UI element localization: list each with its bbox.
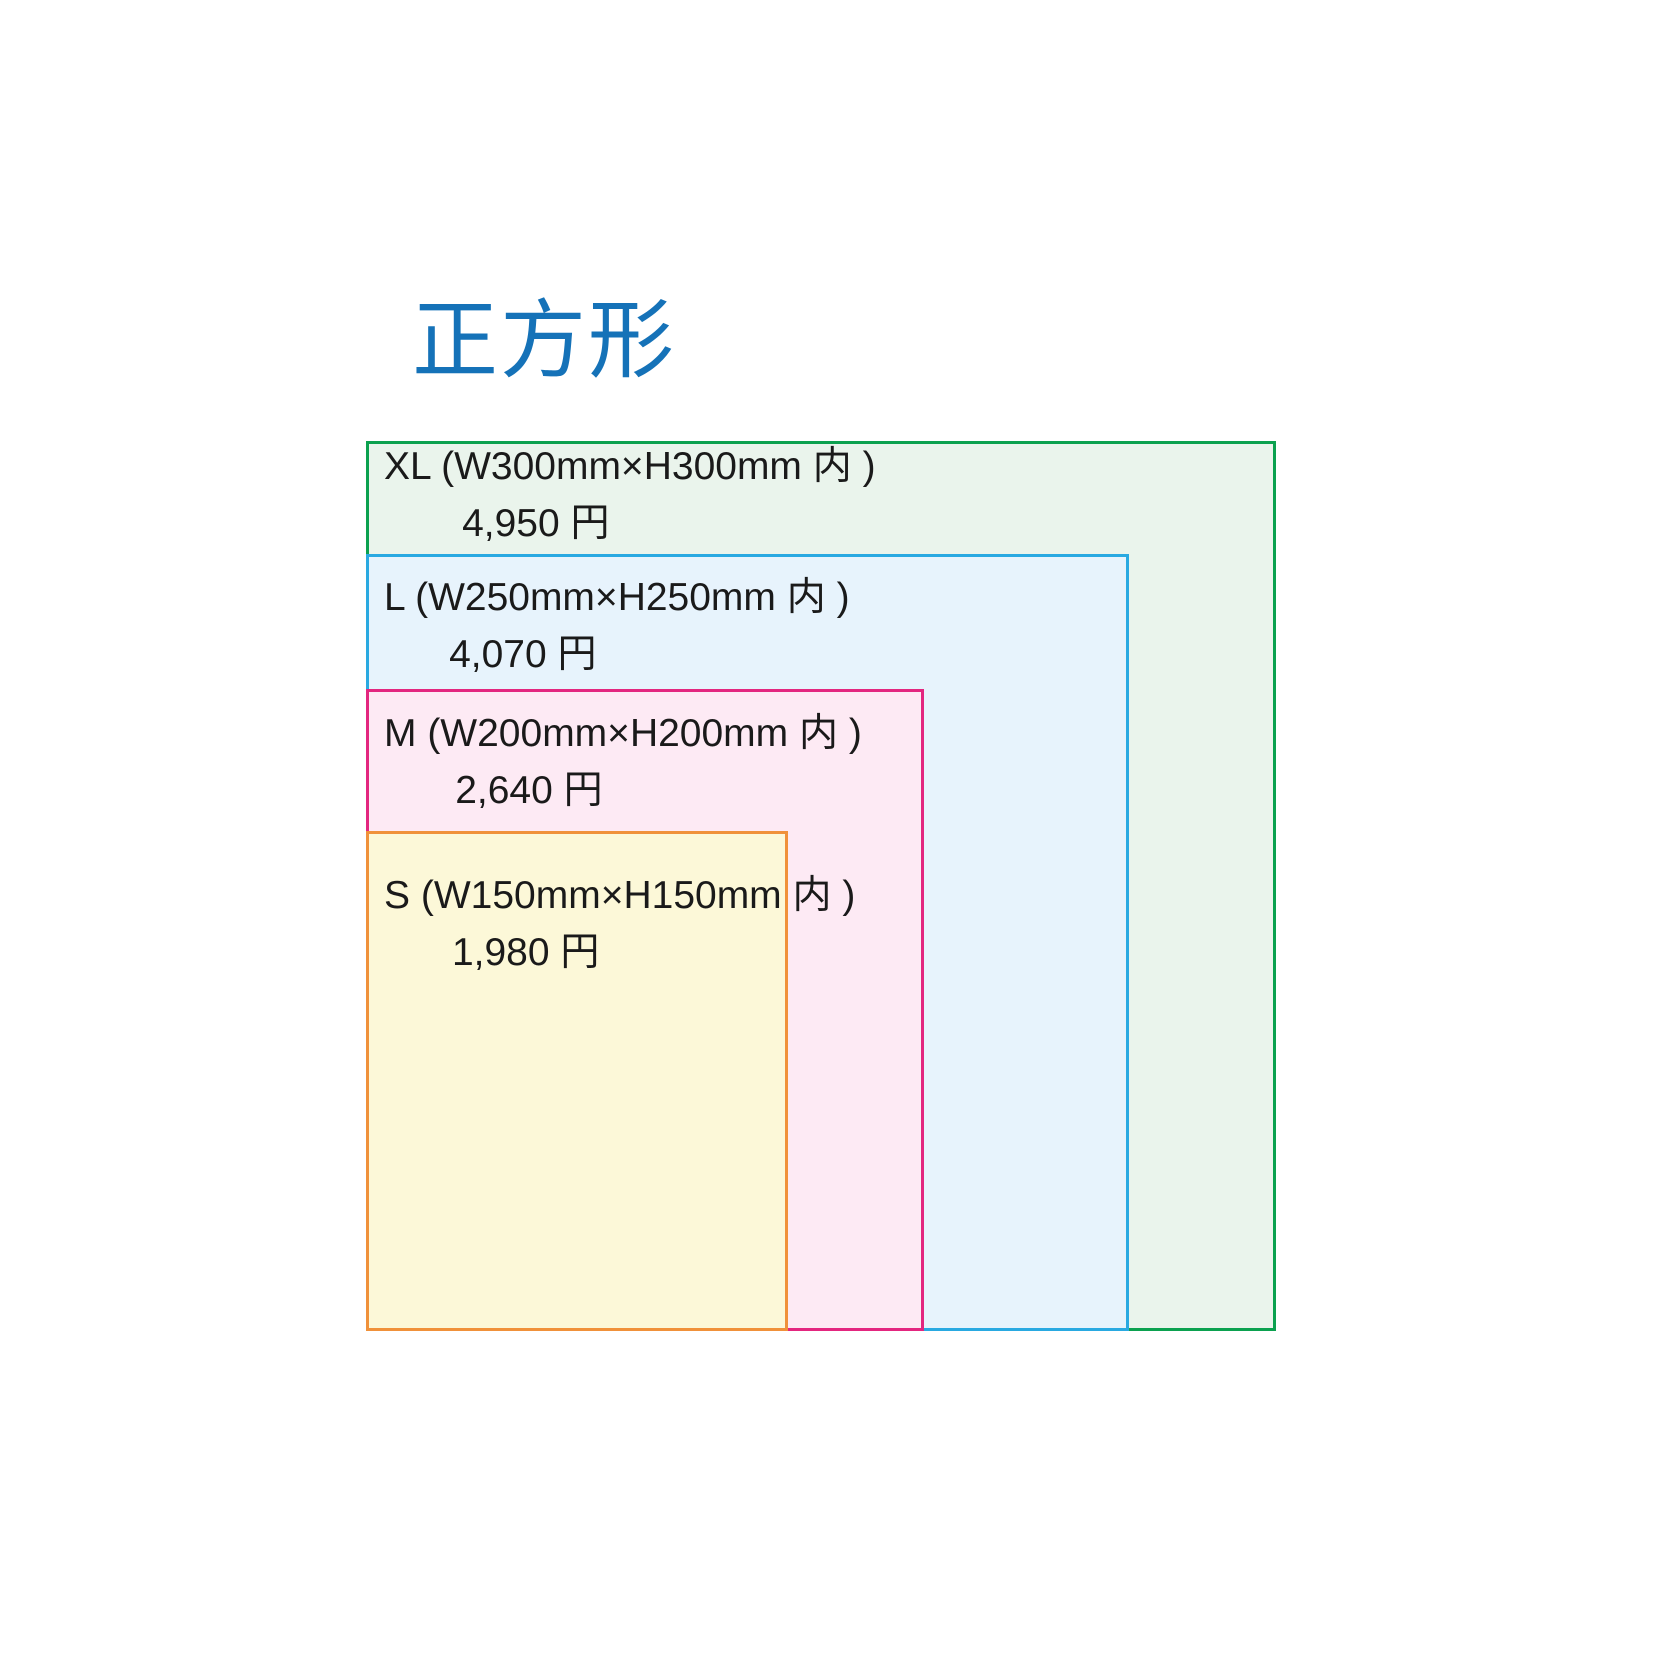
size-dimension-l: L (W250mm×H250mm 内 ) bbox=[384, 576, 850, 619]
size-price-s: 1,980 円 bbox=[451, 931, 600, 974]
size-dimension-xl: XL (W300mm×H300mm 内 ) bbox=[384, 445, 876, 488]
size-price-l: 4,070 円 bbox=[449, 633, 597, 676]
size-box-s[interactable] bbox=[366, 831, 788, 1331]
size-price-m: 2,640 円 bbox=[455, 769, 603, 812]
page-title: 正方形 bbox=[412, 293, 676, 389]
size-label-l: L (W250mm×H250mm 内 ) 4,070 円 bbox=[372, 578, 850, 674]
size-price-xl: 4,950 円 bbox=[462, 502, 610, 545]
size-label-s: S (W150mm×H150mm 内 ) 1,980 円 bbox=[372, 876, 855, 972]
size-dimension-s: S (W150mm×H150mm 内 ) bbox=[384, 874, 856, 917]
size-dimension-m: M (W200mm×H200mm 内 ) bbox=[384, 712, 862, 755]
size-label-xl: XL (W300mm×H300mm 内 ) 4,950 円 bbox=[372, 447, 876, 543]
size-label-m: M (W200mm×H200mm 内 ) 2,640 円 bbox=[372, 714, 862, 810]
